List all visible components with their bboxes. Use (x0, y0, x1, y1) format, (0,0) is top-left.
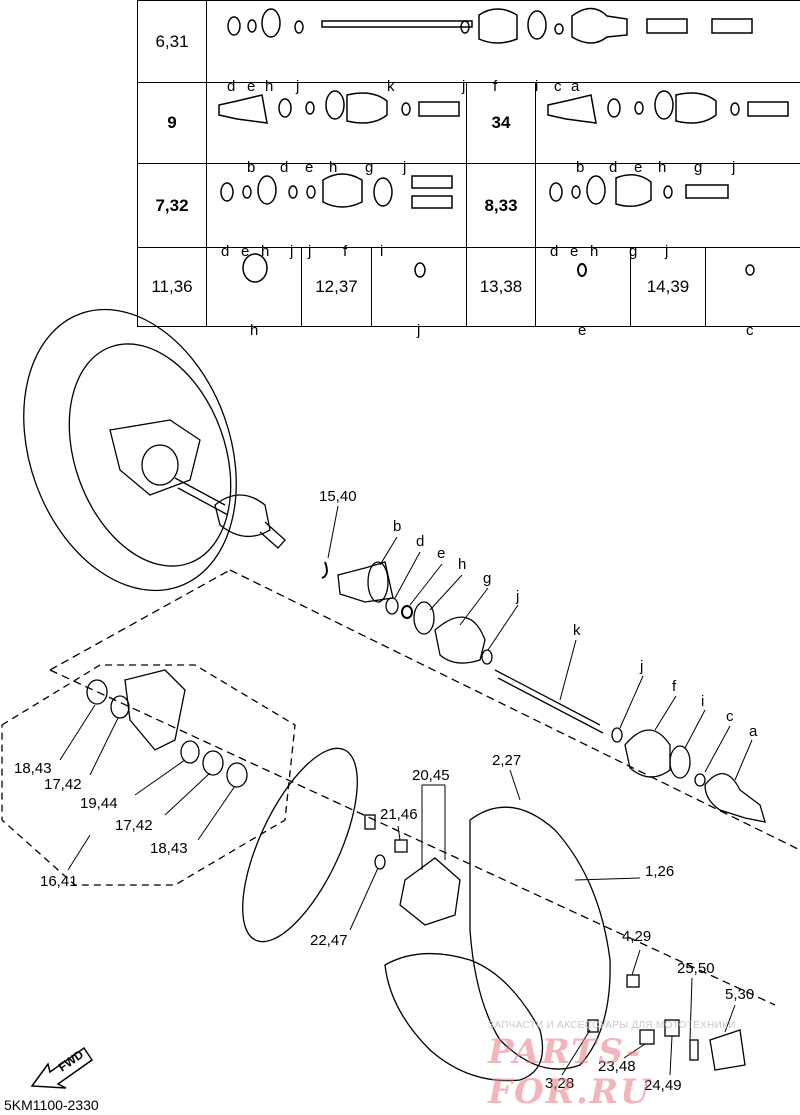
kit-part-letter: e (578, 322, 587, 339)
callout-j-1: j (516, 588, 520, 605)
kit-12-37-drawing (414, 262, 426, 278)
kit-row-11-36-parts: h (206, 247, 302, 339)
kit-14-39-drawing (745, 264, 755, 276)
callout-22-47: 22,47 (310, 932, 348, 949)
callout-19-44: 19,44 (80, 795, 118, 812)
kit-6-31-drawing (227, 7, 753, 44)
callout-15-40: 15,40 (319, 488, 357, 505)
inner-boot (214, 494, 271, 537)
callout-f: f (672, 678, 677, 695)
callout-e: e (437, 545, 446, 562)
callout-g: g (483, 570, 492, 587)
callout-24-49: 24,49 (644, 1077, 682, 1094)
kit-34-drawing (547, 90, 789, 124)
callout-b: b (393, 518, 402, 535)
kit-part-letter: j (417, 322, 421, 339)
kit-label-14-39: 14,39 (630, 247, 706, 327)
callout-d: d (416, 533, 425, 550)
kit-label-9: 9 (137, 82, 207, 164)
diagram-code: 5KM1100-2330 (4, 1097, 99, 1113)
kit-row-34-parts: b d e h g j (534, 82, 800, 176)
watermark-caption: ЗАПЧАСТИ И АКСЕССУАРЫ ДЛЯ МОТОТЕХНИКИ (488, 1020, 736, 1031)
kit-9-drawing (218, 90, 460, 124)
front-tire-half (384, 952, 544, 1082)
kit-11-36-drawing (242, 253, 268, 283)
callout-18-43-b: 18,43 (150, 840, 188, 857)
callout-4-29: 4,29 (622, 928, 652, 945)
kit-part-letter: c (746, 322, 754, 339)
kit-label-12-37: 12,37 (301, 247, 372, 327)
callout-17-42-b: 17,42 (115, 817, 153, 834)
callout-k: k (573, 622, 581, 639)
callout-j-2: j (640, 658, 644, 675)
callout-18-43-a: 18,43 (14, 760, 52, 777)
forward-arrow-icon: FWD (28, 1030, 98, 1095)
kit-7-32-drawing (220, 173, 453, 209)
callout-i: i (701, 693, 705, 710)
rear-left-wheel-tire (23, 308, 237, 592)
kit-label-6-31: 6,31 (137, 0, 207, 83)
callout-17-42-a: 17,42 (44, 776, 82, 793)
kit-row-8-33-parts: d e h g j (534, 163, 800, 260)
kit-label-13-38: 13,38 (466, 247, 536, 327)
kit-row-14-39-parts: c (704, 247, 800, 339)
kit-8-33-drawing (549, 174, 729, 207)
callout-1-26: 1,26 (645, 863, 675, 880)
callout-16-41: 16,41 (40, 873, 78, 890)
kit-part-letter: h (250, 322, 259, 339)
kit-row-12-37-parts: j (371, 247, 467, 339)
callout-5-30: 5,30 (725, 986, 755, 1003)
watermark-logo: PARTS-FOR.RU (488, 1032, 652, 1112)
kit-row-6-31-parts: d e h j k j f i c a (205, 0, 800, 95)
kit-row-13-38-parts: e (535, 247, 631, 339)
kits-table: 6,31 (137, 0, 800, 339)
callout-2-27: 2,27 (492, 752, 522, 769)
callout-20-45: 20,45 (412, 767, 450, 784)
kit-13-38-drawing (577, 263, 587, 277)
callout-21-46: 21,46 (380, 806, 418, 823)
kit-label-11-36: 11,36 (137, 247, 207, 327)
callout-c: c (726, 708, 734, 725)
callout-25-50: 25,50 (677, 960, 715, 977)
callout-3-28: 3,28 (545, 1075, 575, 1092)
callout-h: h (458, 556, 467, 573)
callout-23-48: 23,48 (598, 1058, 636, 1075)
front-wheel-rim (469, 806, 611, 1070)
callout-a: a (749, 723, 758, 740)
